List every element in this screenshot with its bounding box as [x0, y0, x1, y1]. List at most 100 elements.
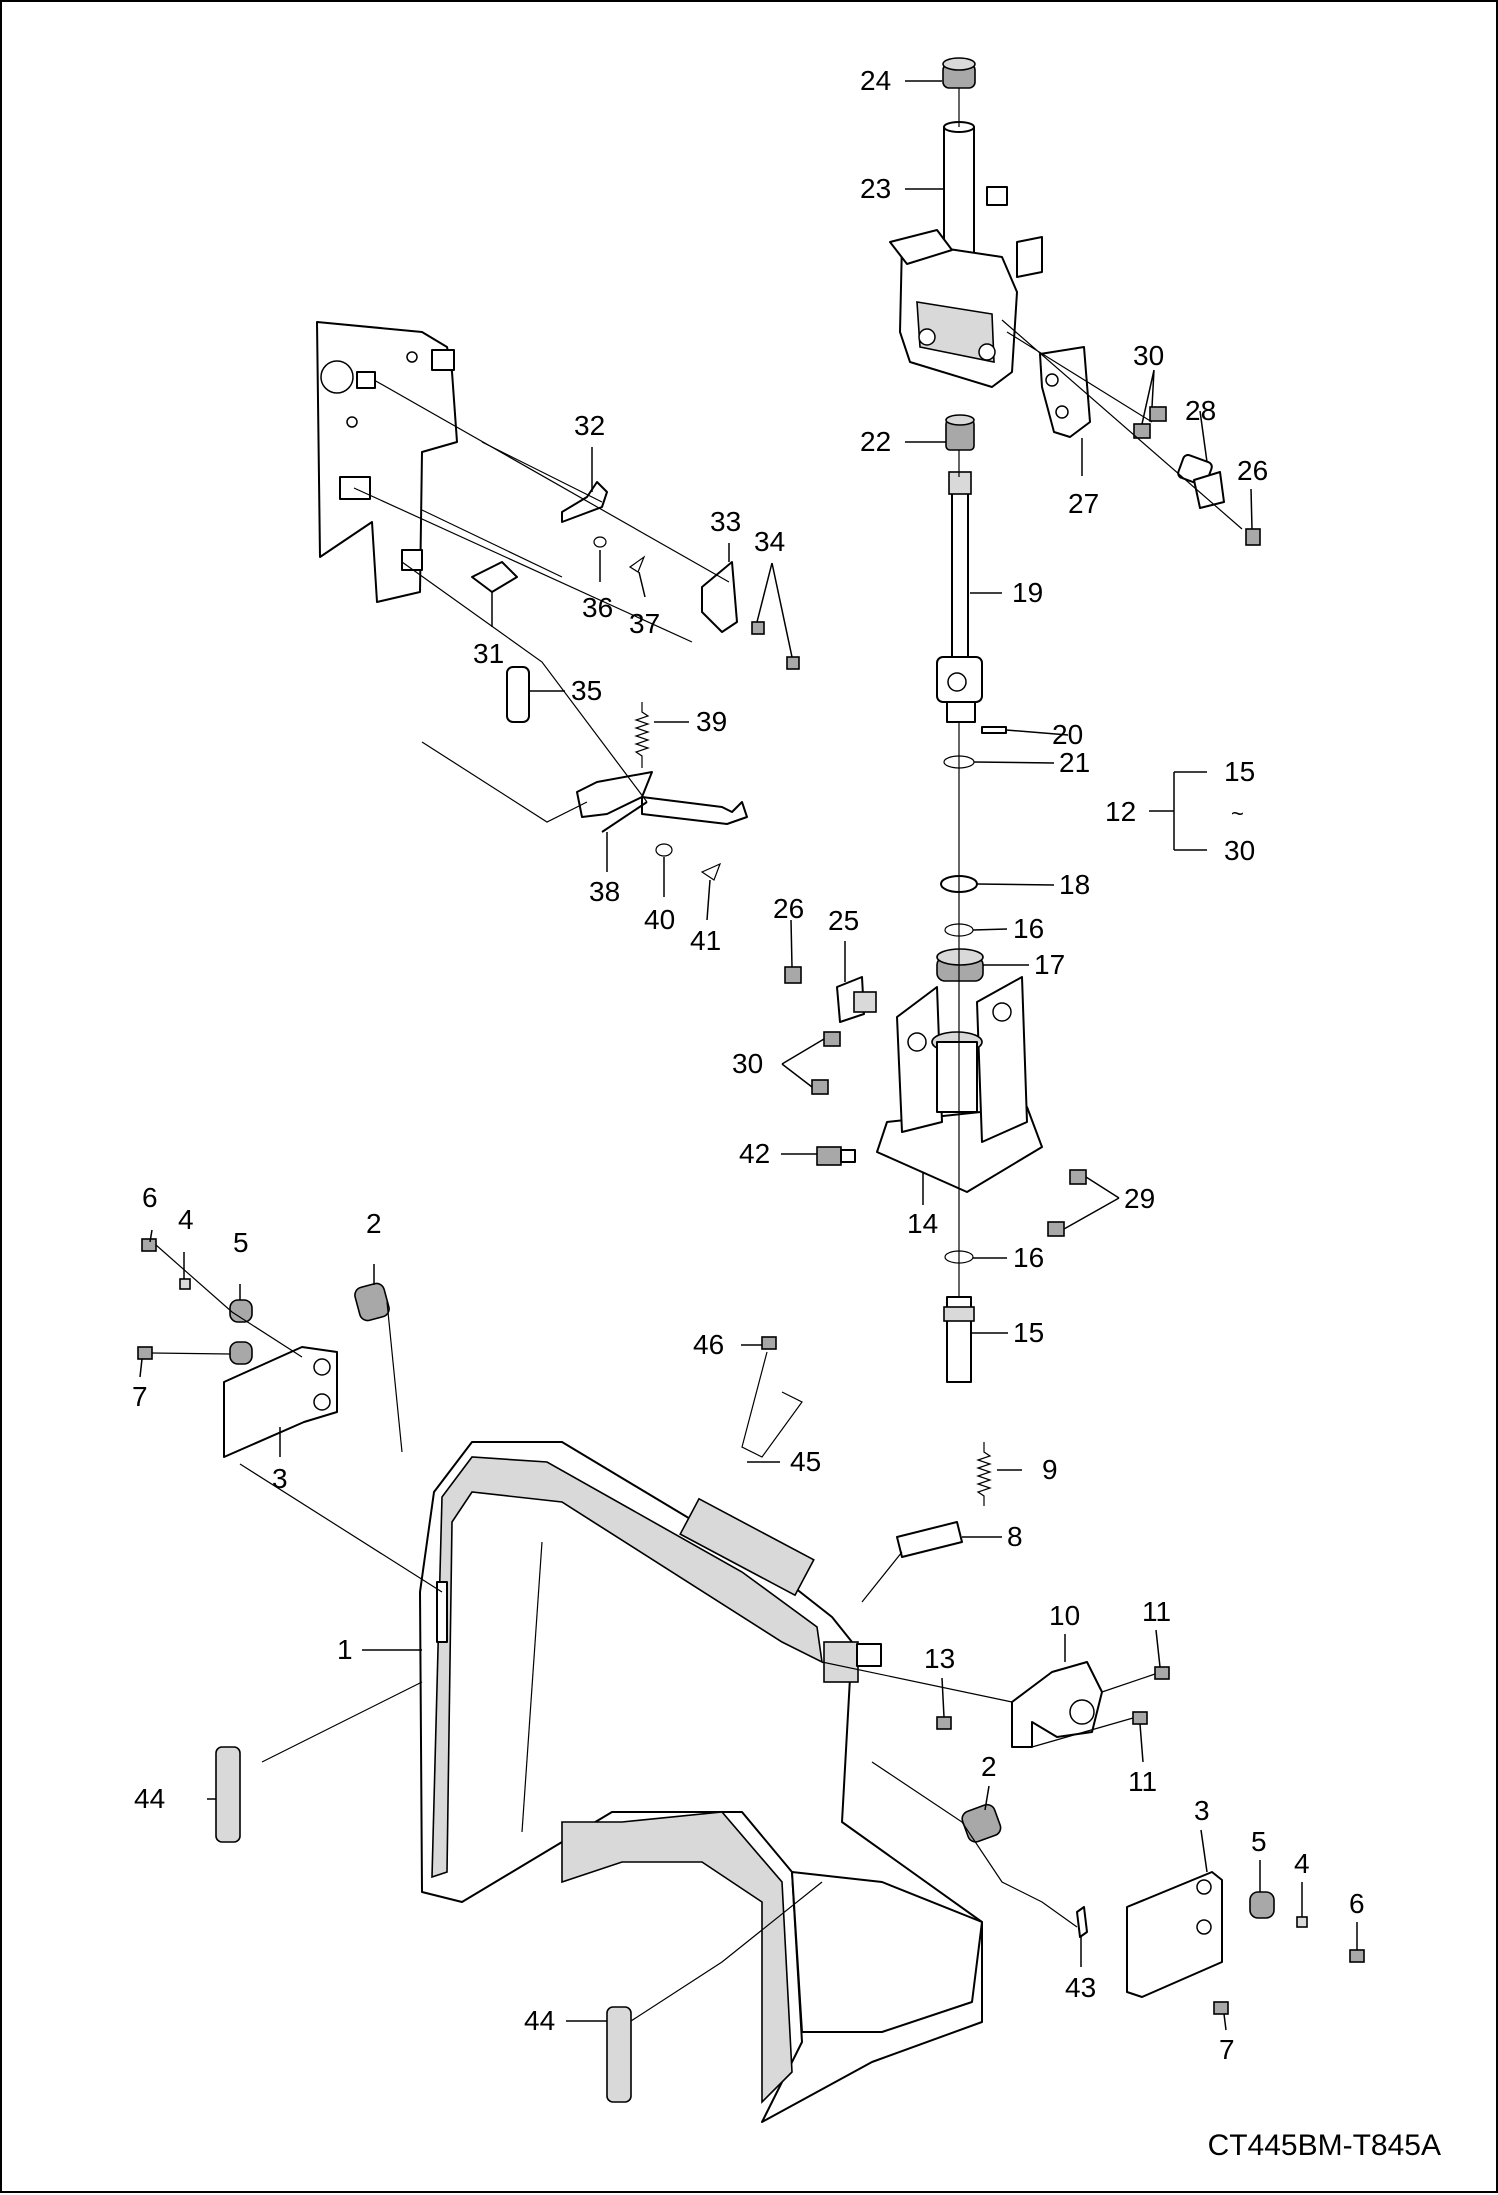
callout-37: 37	[629, 608, 661, 639]
callout-14: 14	[907, 1208, 939, 1239]
part-6-bolt-right	[1349, 1949, 1365, 1963]
part-30-bolt-b	[1133, 423, 1151, 439]
left-mount-hardware	[137, 1238, 390, 1458]
leader-lines	[139, 80, 1358, 2031]
part-36-washer	[593, 536, 607, 548]
callout-7-left: 7	[132, 1381, 148, 1412]
callout-44-left: 44	[134, 1783, 166, 1814]
callout-32: 32	[574, 410, 606, 441]
callout-26-upper: 26	[1237, 455, 1269, 486]
callout-26-lower: 26	[773, 893, 805, 924]
callout-23: 23	[860, 173, 892, 204]
column-bracket	[889, 229, 1043, 388]
part-33-arm	[701, 561, 738, 633]
part-37-cotter-pin	[628, 555, 646, 573]
part-5-rubber-upper	[229, 1299, 253, 1323]
callout-38: 38	[589, 876, 621, 907]
callout-45: 45	[790, 1446, 822, 1477]
callout-17: 17	[1034, 949, 1066, 980]
part-1-frame	[419, 1441, 983, 2123]
part-24-cap	[942, 57, 976, 89]
part-3-bracket-left	[223, 1346, 338, 1458]
part-46-bolt	[761, 1336, 777, 1350]
callout-41: 41	[690, 925, 722, 956]
callout-30-upper: 30	[1133, 340, 1165, 371]
part-32-arm	[561, 481, 608, 523]
callout-22: 22	[860, 426, 892, 457]
callout-4-right: 4	[1294, 1848, 1310, 1879]
part-35-link	[506, 666, 530, 723]
part-45-rod	[741, 1351, 803, 1458]
callout-35: 35	[571, 675, 603, 706]
right-mount-hardware	[741, 1336, 1365, 2015]
part-22-bushing	[945, 414, 975, 451]
part-27-plate	[1039, 346, 1091, 438]
part-29-bolt-b	[1047, 1221, 1065, 1237]
callout-9: 9	[1042, 1454, 1058, 1485]
callout-31: 31	[473, 638, 505, 669]
steering-column-assembly	[784, 57, 1261, 1383]
callout-13: 13	[924, 1643, 956, 1674]
part-11-bolt-a	[1154, 1666, 1170, 1680]
callout-3-right: 3	[1194, 1795, 1210, 1826]
callout-16-upper: 16	[1013, 913, 1045, 944]
part-25-pivot	[836, 976, 877, 1023]
pedal-linkage-assembly	[316, 321, 800, 881]
part-7-bolt-left	[137, 1346, 153, 1360]
part-44-grip-right	[606, 2006, 632, 2103]
part-4-washer-left	[179, 1278, 191, 1290]
part-30-bolt-a	[1149, 406, 1167, 422]
callout-43: 43	[1065, 1972, 1097, 2003]
callout-8: 8	[1007, 1521, 1023, 1552]
callout-6-right: 6	[1349, 1888, 1365, 1919]
part-43-clip	[1076, 1906, 1088, 1938]
part-40-washer	[655, 843, 673, 857]
part-34-bolt-b	[786, 656, 800, 670]
part-15-splined-shaft	[943, 1296, 975, 1383]
callout-46: 46	[693, 1329, 725, 1360]
part-30-bolt-c	[823, 1031, 841, 1047]
callout-44-right: 44	[524, 2005, 556, 2036]
callout-27: 27	[1068, 488, 1100, 519]
side-plate	[316, 321, 458, 603]
part-26-bolt-lower	[784, 966, 802, 984]
part-29-bolt-a	[1069, 1169, 1087, 1185]
callout-34: 34	[754, 526, 786, 557]
callout-15: 15	[1013, 1317, 1045, 1348]
range-note-to: 30	[1224, 835, 1256, 866]
part-19-steering-shaft	[948, 471, 972, 658]
callout-6-left: 6	[142, 1182, 158, 1213]
part-2-bushing-right	[961, 1803, 1002, 1843]
callout-28: 28	[1185, 395, 1217, 426]
callout-2-lower: 2	[981, 1751, 997, 1782]
part-34-bolt-a	[751, 621, 765, 635]
callout-39: 39	[696, 706, 728, 737]
part-41-cotter-pin	[700, 862, 722, 881]
callout-1: 1	[337, 1634, 353, 1665]
callout-11-upper: 11	[1142, 1596, 1172, 1627]
plate-tab-upper	[431, 349, 455, 371]
part-9-spring	[976, 1442, 992, 1506]
part-11-bolt-b	[1132, 1711, 1148, 1725]
part-8-bracket	[896, 1521, 963, 1558]
callout-21: 21	[1059, 747, 1091, 778]
callout-5-left: 5	[233, 1227, 249, 1258]
part-13-bolt	[936, 1716, 952, 1730]
part-6-bolt-left	[141, 1238, 157, 1252]
range-note-tilde: ~	[1231, 801, 1244, 826]
callout-2-upper: 2	[366, 1208, 382, 1239]
range-note-group: 12	[1105, 796, 1137, 827]
part-4-washer-right	[1296, 1916, 1308, 1928]
callout-36: 36	[582, 592, 614, 623]
part-42-bolt	[816, 1146, 856, 1166]
part-31-arm	[471, 561, 518, 593]
callout-24: 24	[860, 65, 892, 96]
part-38-pedal	[576, 771, 748, 833]
part-28-pin	[1177, 454, 1225, 509]
drawing-code: CT445BM-T845A	[1207, 2129, 1441, 2162]
shaft-collar-upper	[356, 371, 376, 389]
callout-11-lower: 11	[1128, 1766, 1158, 1797]
part-5-rubber-lower	[229, 1341, 253, 1365]
